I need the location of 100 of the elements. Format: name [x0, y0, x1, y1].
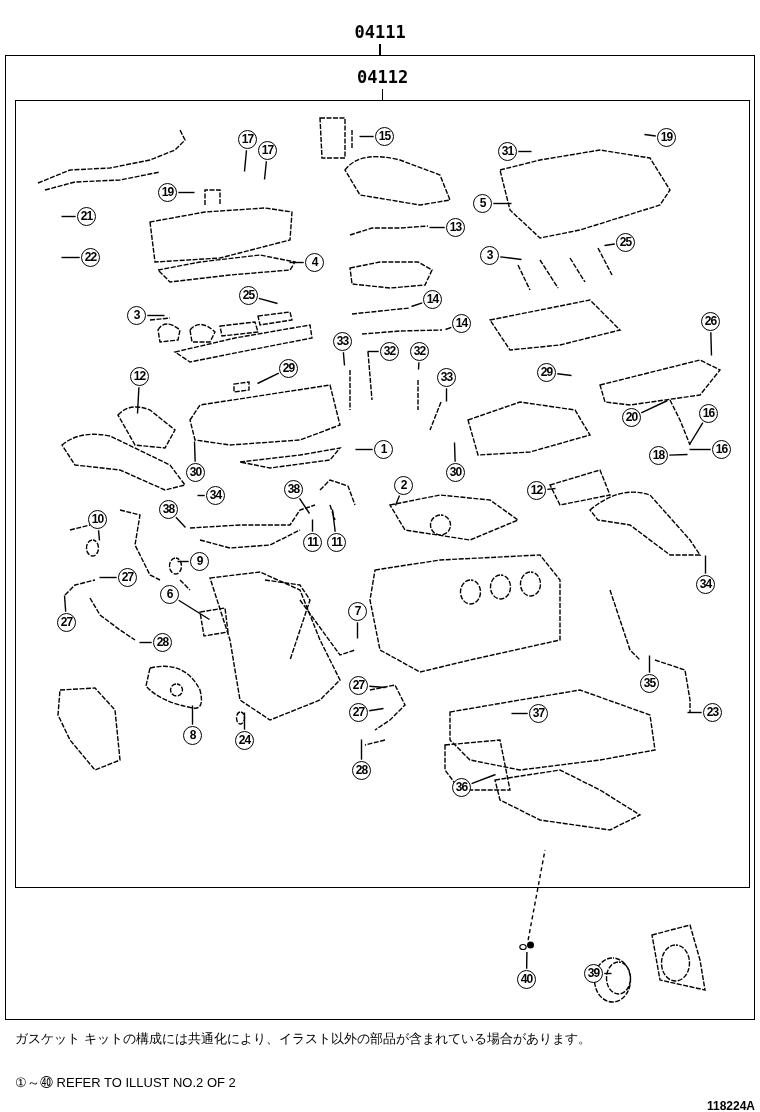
leader-line: [394, 494, 401, 507]
leader-line: [191, 704, 194, 726]
leader-line: [243, 711, 246, 731]
callout-number: 28: [153, 633, 172, 652]
leader-line: [368, 707, 385, 712]
note-text: ①～㊵ REFER TO ILLUST NO.2 OF 2: [15, 1074, 237, 1092]
callout-number: 29: [279, 359, 298, 378]
callout-number: 7: [348, 602, 367, 621]
callout-number: 16: [712, 440, 731, 459]
callout-number: 1: [374, 440, 393, 459]
callout-number: 13: [446, 218, 465, 237]
callout-number: 27: [349, 703, 368, 722]
callout-number: 3: [127, 306, 146, 325]
callout-number: 19: [158, 183, 177, 202]
callout-number: 30: [446, 463, 465, 482]
leader-line: [686, 711, 703, 714]
leader-line: [368, 685, 387, 689]
callout-number: 25: [616, 233, 635, 252]
leader-line: [98, 576, 118, 579]
callout-number: 31: [498, 142, 517, 161]
callout-number: 28: [352, 761, 371, 780]
leader-line: [256, 372, 280, 385]
leader-line: [648, 654, 651, 674]
leader-line: [470, 773, 497, 785]
callout-number: 16: [699, 404, 718, 423]
leader-line: [258, 297, 279, 305]
callout-number: 4: [305, 253, 324, 272]
leader-line: [603, 243, 616, 247]
callout-number: 21: [77, 207, 96, 226]
callout-number: 38: [159, 500, 178, 519]
leader-line: [517, 150, 533, 153]
callout-number: 36: [452, 778, 471, 797]
dashed-line: [527, 849, 546, 941]
callout-number: 32: [380, 342, 399, 361]
callout-number: 32: [410, 342, 429, 361]
callout-number: 17: [258, 141, 277, 160]
leader-line: [331, 508, 336, 533]
leader-line: [688, 448, 712, 451]
callout-number: 27: [57, 613, 76, 632]
leader-line: [63, 594, 67, 613]
note-text: ガスケット キットの構成には共通化により、イラスト以外の部品が含まれている場合があります。: [15, 1030, 592, 1048]
leader-line: [97, 529, 101, 542]
leader-line: [510, 712, 529, 715]
callout-number: 3: [480, 246, 499, 265]
callout-number: 8: [183, 726, 202, 745]
callout-number: 26: [701, 312, 720, 331]
leader-line: [243, 149, 248, 173]
leader-line: [546, 487, 557, 491]
callout-number: 11: [303, 533, 322, 552]
callout-number: 2: [394, 476, 413, 495]
callout-number: 40: [517, 970, 536, 989]
callout-number: 27: [349, 676, 368, 695]
callout-number: 35: [640, 674, 659, 693]
callout-number: 33: [333, 332, 352, 351]
leader-line: [525, 951, 528, 970]
leader-line: [176, 560, 190, 563]
callout-number: 23: [703, 703, 722, 722]
leader-line: [175, 516, 187, 529]
leader-line: [354, 448, 374, 451]
leader-line: [417, 361, 420, 371]
callout-number: 10: [88, 510, 107, 529]
leader-line: [288, 261, 305, 264]
leader-line: [146, 314, 166, 317]
leader-line: [366, 350, 380, 353]
leader-line: [640, 399, 669, 414]
leader-line: [668, 453, 689, 456]
callout-number: 27: [118, 568, 137, 587]
callout-number: 12: [130, 367, 149, 386]
drawing-code: 118224A: [705, 1098, 755, 1112]
callout-number: 38: [284, 480, 303, 499]
callout-number: 30: [186, 463, 205, 482]
callout-number: 25: [239, 286, 258, 305]
leader-line: [193, 440, 196, 463]
leader-line: [643, 133, 657, 137]
callout-number: 29: [537, 363, 556, 382]
callout-number: 20: [622, 408, 641, 427]
leader-line: [358, 135, 375, 138]
callout-number: 19: [657, 128, 676, 147]
callout-number: 9: [190, 552, 209, 571]
callout-number: 34: [696, 575, 715, 594]
leader-line: [342, 351, 346, 367]
leader-line: [444, 326, 453, 331]
leader-line: [453, 441, 456, 463]
leader-line: [356, 621, 359, 640]
callout-number: 15: [375, 127, 394, 146]
leader-line: [177, 599, 211, 621]
callout-number: 24: [235, 731, 254, 750]
leader-line: [603, 972, 613, 975]
leader-line: [263, 160, 268, 181]
leader-line: [360, 738, 363, 761]
leader-line: [410, 302, 423, 308]
callout-number: 6: [160, 585, 179, 604]
leader-line: [688, 422, 704, 446]
callout-number: 11: [327, 533, 346, 552]
callout-number: 33: [437, 368, 456, 387]
callout-number: 5: [473, 194, 492, 213]
leader-line: [311, 518, 314, 533]
leader-line: [298, 497, 311, 515]
callout-number: 12: [527, 481, 546, 500]
leader-line: [499, 256, 523, 261]
